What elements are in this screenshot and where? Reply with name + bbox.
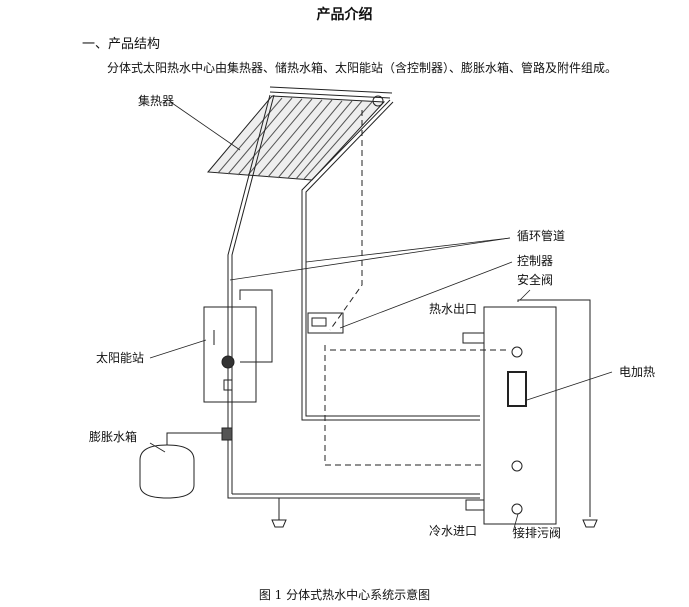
expansion-tank <box>139 444 195 499</box>
label-collector: 集热器 <box>138 94 175 108</box>
label-cold-water-inlet: 冷水进口 <box>429 524 478 538</box>
circulation-pipe-right <box>301 99 480 421</box>
solar-collector <box>206 86 393 181</box>
label-hot-water-outlet: 热水出口 <box>429 302 478 316</box>
controller <box>307 312 344 334</box>
label-safety-valve: 安全阀 <box>517 273 554 287</box>
section-heading: 一、产品结构 <box>82 37 161 52</box>
solar-station <box>203 306 257 403</box>
label-circulation-pipe: 循环管道 <box>517 229 566 243</box>
label-electric-heater: 电加热 <box>619 365 656 379</box>
intro-paragraph: 分体式太阳热水中心由集热器、储热水箱、太阳能站（含控制器）、膨胀水箱、管路及附件… <box>107 61 618 75</box>
label-drain-valve: 接排污阀 <box>513 526 562 540</box>
label-solar-station: 太阳能站 <box>96 351 145 365</box>
page-title: 产品介绍 <box>316 7 373 23</box>
figure-caption: 图 1 分体式热水中心系统示意图 <box>258 588 431 602</box>
storage-tank <box>483 306 557 525</box>
label-expansion-tank: 膨胀水箱 <box>89 430 138 444</box>
label-controller: 控制器 <box>517 254 554 268</box>
